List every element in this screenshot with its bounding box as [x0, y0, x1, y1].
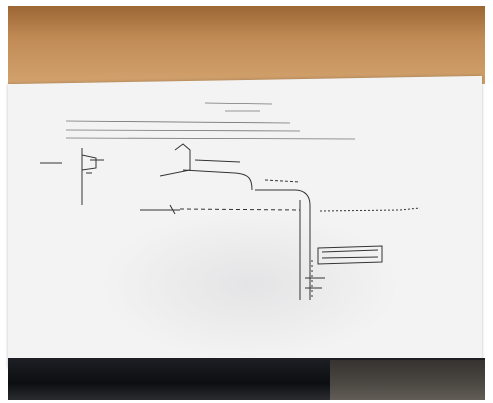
left-sketch: [40, 148, 104, 205]
floor-corner: [330, 360, 485, 400]
ground-line: [140, 204, 421, 215]
hand-shadow: [100, 210, 400, 360]
pipe-sketch: [159, 143, 311, 300]
well-annotations: [305, 245, 383, 298]
desk-surface: [8, 6, 485, 84]
text-scribbles: [65, 102, 356, 140]
